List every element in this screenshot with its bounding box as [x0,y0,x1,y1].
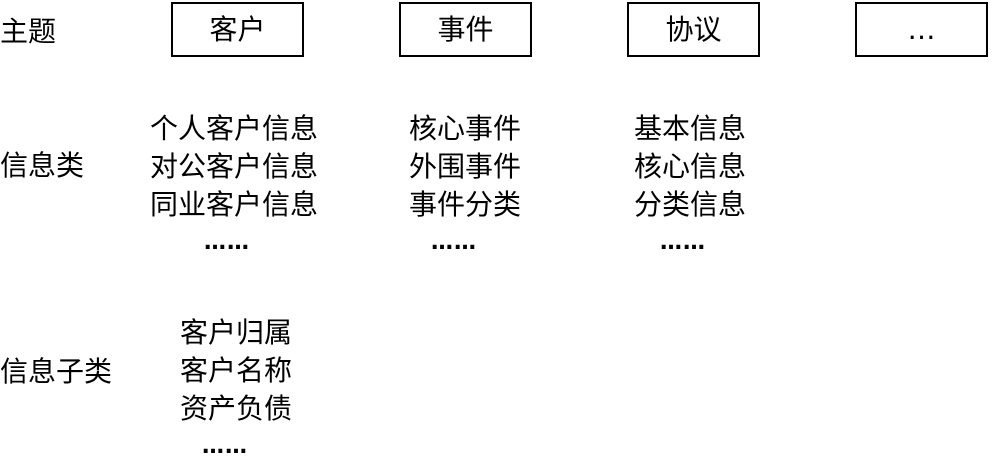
list-item: 基本信息 [634,112,747,145]
list-item: 事件分类 [409,188,522,221]
list-item: 资产负债 [180,392,293,425]
list-item: 同业客户信息 [150,188,319,221]
list-item: 核心事件 [409,112,522,145]
info-class-list-agreement: 基本信息 核心信息 分类信息 …… [634,110,746,262]
theme-row-label: 主题 [0,15,57,48]
info-class-list-customer: 个人客户信息 对公客户信息 同业客户信息 …… [150,110,318,262]
list-item: 客户名称 [180,354,293,387]
list-ellipsis: …… [660,230,706,255]
info-subclass-row-label: 信息子类 [0,355,113,388]
list-item: 核心信息 [634,150,747,183]
list-ellipsis: …… [204,230,250,255]
theme-box-agreement: 协议 [627,2,760,57]
list-item: 对公客户信息 [150,150,319,183]
theme-box-customer: 客户 [171,2,304,57]
theme-box-more-label: … [907,12,936,46]
theme-box-more: … [855,2,988,57]
list-item: 分类信息 [634,188,747,221]
list-item: 个人客户信息 [150,112,319,145]
list-ellipsis: …… [202,434,248,459]
list-item: 客户归属 [180,316,293,349]
list-ellipsis: …… [431,230,477,255]
info-class-row-label: 信息类 [0,149,85,182]
info-class-list-event: 核心事件 外围事件 事件分类 …… [409,110,521,262]
theme-box-customer-label: 客户 [209,12,266,46]
theme-box-event: 事件 [399,2,532,57]
theme-box-event-label: 事件 [437,12,494,46]
info-subclass-list-customer: 客户归属 客户名称 资产负债 …… [180,314,292,466]
list-item: 外围事件 [409,150,522,183]
theme-box-agreement-label: 协议 [665,12,722,46]
